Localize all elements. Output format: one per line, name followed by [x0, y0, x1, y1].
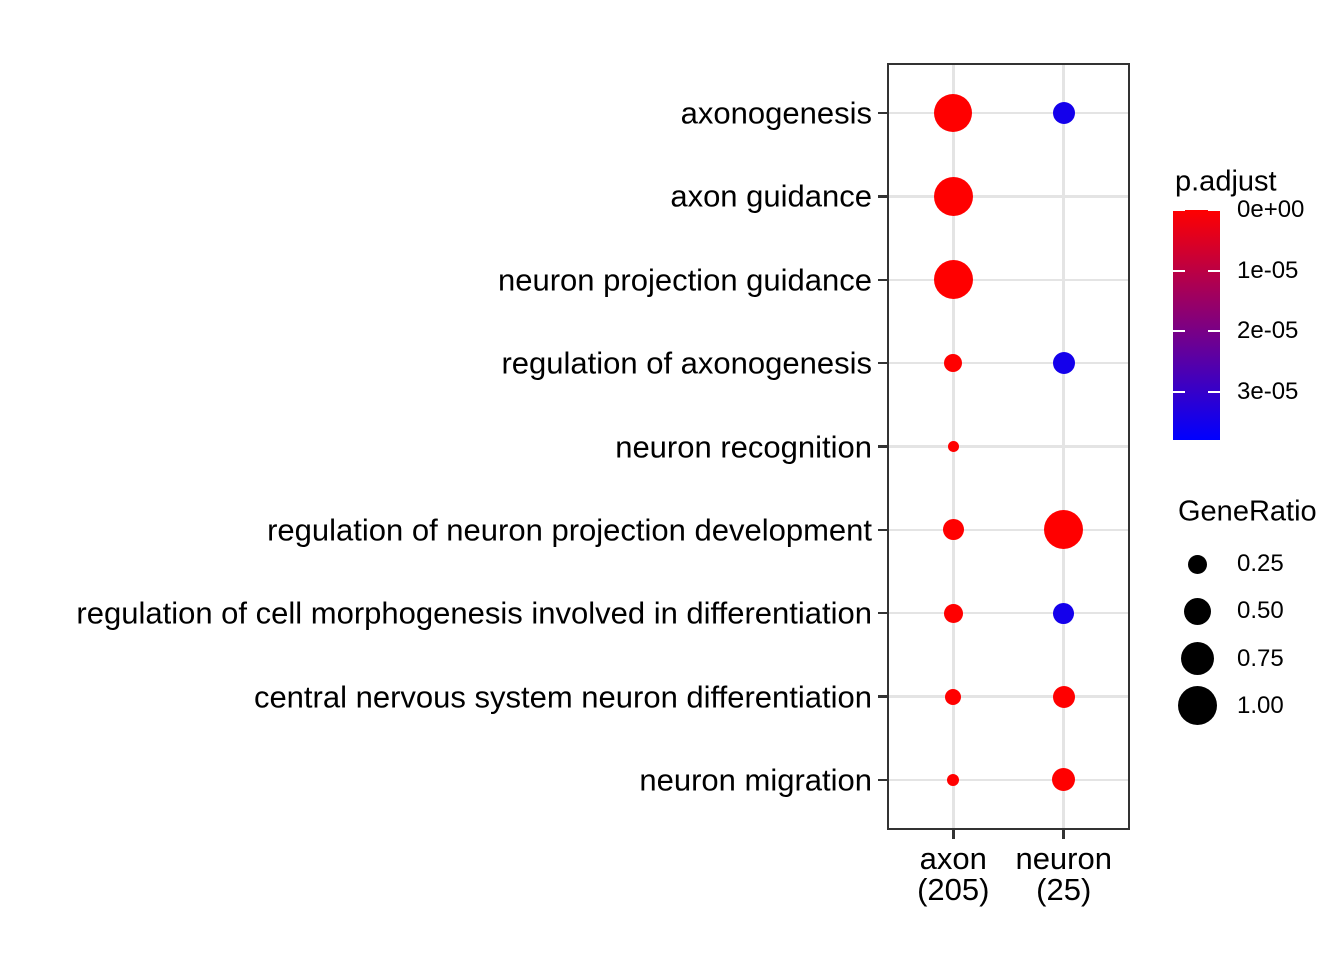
- generatio-legend-dot: [1181, 642, 1214, 676]
- x-axis-tick: [952, 830, 955, 839]
- y-axis-tick: [878, 278, 887, 281]
- gridline-horizontal: [887, 778, 1130, 782]
- x-axis-label: neuron(25): [1015, 843, 1112, 905]
- generatio-legend-label: 1.00: [1237, 691, 1284, 719]
- y-axis-tick: [878, 111, 887, 115]
- data-point-dot: [1053, 602, 1075, 624]
- colorbar-tick-mark: [1208, 209, 1220, 211]
- data-point-dot: [1044, 510, 1084, 550]
- gridline-horizontal: [887, 528, 1130, 532]
- generatio-legend-label: 0.50: [1237, 597, 1284, 625]
- generatio-legend-title: GeneRatio: [1178, 495, 1317, 528]
- y-axis-tick: [878, 195, 887, 198]
- colorbar-tick-mark: [1173, 390, 1185, 393]
- y-axis-label: central nervous system neuron differenti…: [253, 679, 872, 715]
- generatio-legend-dot: [1178, 686, 1217, 726]
- colorbar-tick-mark: [1208, 269, 1220, 272]
- y-axis-label: neuron projection guidance: [498, 262, 872, 298]
- padjust-colorbar: [1173, 210, 1220, 440]
- data-point-dot: [1052, 685, 1075, 708]
- data-point-dot: [933, 176, 973, 216]
- generatio-legend-dot: [1188, 554, 1207, 574]
- colorbar-tick-label: 0e+00: [1237, 196, 1305, 223]
- plot-panel: [887, 63, 1130, 830]
- y-axis-label: neuron recognition: [615, 429, 872, 464]
- gridline-horizontal: [887, 361, 1130, 365]
- gridline-horizontal: [887, 611, 1130, 615]
- colorbar-tick-mark: [1173, 209, 1185, 211]
- colorbar-tick-mark: [1208, 330, 1220, 333]
- gridline-horizontal: [887, 445, 1130, 448]
- data-point-dot: [947, 441, 959, 452]
- colorbar-tick-mark: [1208, 390, 1220, 393]
- x-axis-label-name: axon: [919, 841, 987, 876]
- y-axis-label: regulation of neuron projection developm…: [267, 512, 872, 548]
- x-axis-tick: [1062, 830, 1065, 839]
- x-axis-label-count: (205): [917, 872, 990, 907]
- y-axis-label: neuron migration: [639, 762, 872, 798]
- y-axis-tick: [878, 528, 887, 532]
- data-point-dot: [1052, 768, 1076, 792]
- data-point-dot: [947, 773, 960, 787]
- y-axis-label: axon guidance: [670, 178, 872, 214]
- data-point-dot: [933, 260, 973, 300]
- x-axis-label: axon(205): [917, 843, 989, 905]
- data-point-dot: [1052, 102, 1075, 124]
- y-axis-tick: [878, 778, 887, 782]
- gridline-horizontal: [887, 195, 1130, 198]
- y-axis-label: regulation of axonogenesis: [501, 345, 872, 381]
- generatio-legend-label: 0.25: [1237, 550, 1284, 577]
- generatio-legend-dot: [1184, 597, 1211, 625]
- generatio-legend-label: 0.75: [1237, 644, 1284, 672]
- y-axis-tick: [878, 445, 887, 448]
- data-point-dot: [934, 94, 973, 132]
- data-point-dot: [944, 354, 963, 373]
- gridline-horizontal: [887, 278, 1130, 281]
- colorbar-tick-label: 3e-05: [1237, 377, 1299, 405]
- data-point-dot: [1052, 352, 1075, 375]
- gridline-horizontal: [887, 695, 1130, 698]
- y-axis-label: axonogenesis: [680, 95, 872, 131]
- y-axis-tick: [878, 361, 887, 365]
- padjust-legend-title: p.adjust: [1175, 165, 1277, 198]
- y-axis-tick: [878, 611, 887, 615]
- colorbar-tick-label: 1e-05: [1237, 256, 1299, 284]
- y-axis-tick: [878, 695, 887, 698]
- x-axis-label-name: neuron: [1015, 841, 1112, 876]
- data-point-dot: [943, 603, 963, 623]
- colorbar-tick-mark: [1173, 269, 1185, 272]
- data-point-dot: [942, 519, 964, 541]
- y-axis-label: regulation of cell morphogenesis involve…: [76, 595, 872, 631]
- data-point-dot: [945, 688, 962, 705]
- colorbar-tick-mark: [1173, 330, 1185, 333]
- colorbar-tick-label: 2e-05: [1237, 317, 1299, 345]
- gridline-horizontal: [887, 111, 1130, 115]
- x-axis-label-count: (25): [1036, 872, 1092, 907]
